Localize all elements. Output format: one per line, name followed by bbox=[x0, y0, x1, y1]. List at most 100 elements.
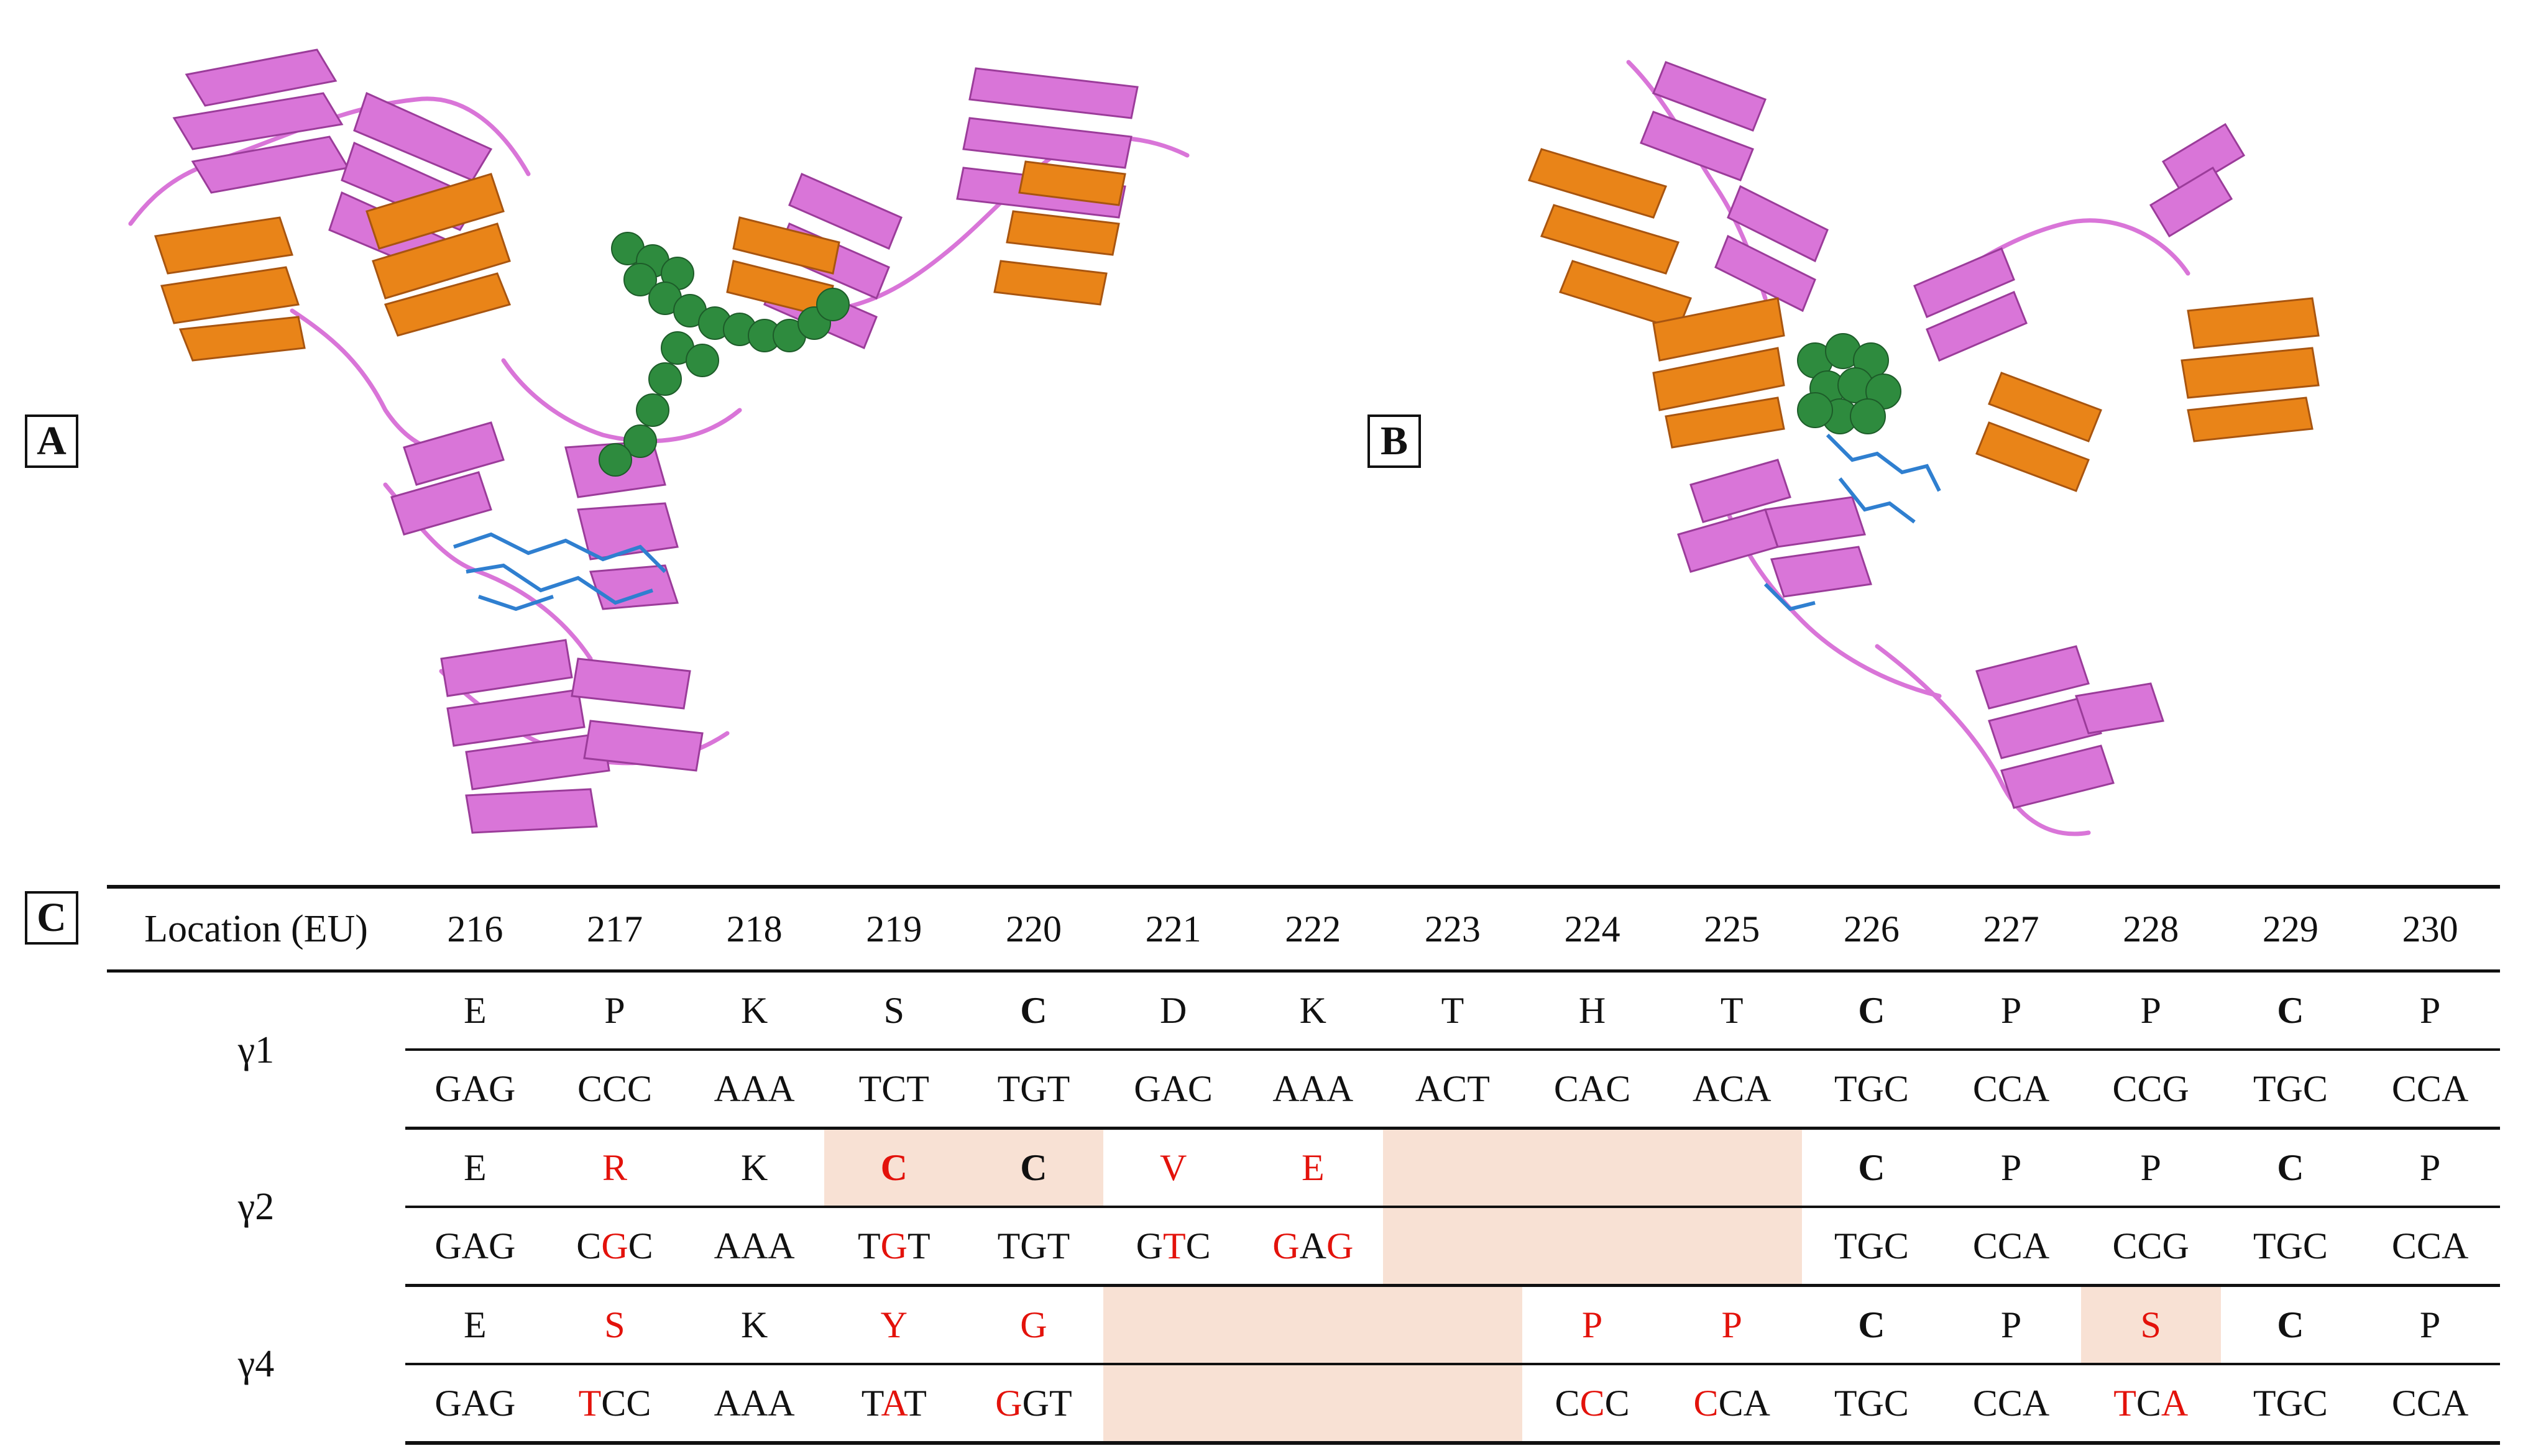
codon-cell-mutated: GTC bbox=[1103, 1207, 1243, 1287]
aa-cell-cysteine: C bbox=[2220, 971, 2361, 1051]
codon-cell: ACA bbox=[1661, 1050, 1802, 1130]
codon-cell: CCG bbox=[2080, 1207, 2221, 1287]
codon-cell-mutated: GAG bbox=[1243, 1207, 1383, 1287]
codon-cell: CCA bbox=[2360, 1364, 2500, 1445]
aa-cell-mutated: S bbox=[545, 1285, 685, 1365]
aa-cell: P bbox=[1941, 1128, 2081, 1208]
g2-codon-row: GAG CGC AAA TGT TGT GTC GAG TGC CCA CCG … bbox=[107, 1207, 2500, 1287]
codon-cell: TGC bbox=[2220, 1207, 2361, 1287]
aa-cell: K bbox=[684, 971, 824, 1051]
codon-cell: CCC bbox=[545, 1050, 685, 1130]
aa-cell-mutated: S bbox=[2080, 1285, 2221, 1365]
panel-label-c: C bbox=[25, 891, 78, 945]
row-label-g4: γ4 bbox=[237, 1342, 275, 1385]
codon-cell: CCA bbox=[1941, 1207, 2081, 1287]
g4-aa-row: γ4 E S K Y G P P C P S C P bbox=[107, 1285, 2500, 1385]
g2-aa-row: γ2 E R K C C V E C P P C P bbox=[107, 1128, 2500, 1228]
codon-cell-mutated: TAT bbox=[824, 1364, 964, 1445]
panel-label-a: A bbox=[25, 414, 78, 468]
aa-cell: E bbox=[405, 1128, 545, 1208]
codon-cell-mutated: CGC bbox=[545, 1207, 685, 1287]
aa-cell: P bbox=[2360, 1128, 2500, 1208]
codon-cell: AAA bbox=[684, 1207, 824, 1287]
pos-227: 227 bbox=[1941, 885, 2081, 973]
codon-cell: TGC bbox=[2220, 1050, 2361, 1130]
aa-cell-mutated: G bbox=[963, 1285, 1104, 1365]
pos-225: 225 bbox=[1661, 885, 1802, 973]
row-label-g1: γ1 bbox=[237, 1028, 275, 1071]
pos-220: 220 bbox=[963, 885, 1104, 973]
pos-228: 228 bbox=[2080, 885, 2221, 973]
codon-cell-mutated: GGT bbox=[963, 1364, 1104, 1445]
aa-cell: K bbox=[1243, 971, 1383, 1051]
aa-cell-cysteine: C bbox=[963, 1128, 1104, 1208]
deletion-gap bbox=[1382, 1128, 1802, 1208]
codon-cell: GAC bbox=[1103, 1050, 1243, 1130]
aa-cell: P bbox=[1941, 1285, 2081, 1365]
header-row: Location (EU) 216 217 218 219 220 221 22… bbox=[107, 885, 2500, 973]
pos-226: 226 bbox=[1801, 885, 1942, 973]
codon-cell: CCA bbox=[1941, 1364, 2081, 1445]
igg-structure-b bbox=[1527, 60, 2320, 836]
aa-cell-mutated: R bbox=[545, 1128, 685, 1208]
aa-cell-cysteine: C bbox=[1801, 1128, 1942, 1208]
pos-219: 219 bbox=[824, 885, 964, 973]
codon-cell-mutated: CCC bbox=[1522, 1364, 1662, 1445]
aa-cell: K bbox=[684, 1285, 824, 1365]
codon-cell: CCG bbox=[2080, 1050, 2221, 1130]
aa-cell: H bbox=[1522, 971, 1662, 1051]
pos-230: 230 bbox=[2360, 885, 2500, 973]
aa-cell: T bbox=[1382, 971, 1523, 1051]
pos-217: 217 bbox=[545, 885, 685, 973]
pos-229: 229 bbox=[2220, 885, 2361, 973]
pos-223: 223 bbox=[1382, 885, 1523, 973]
codon-cell: TGC bbox=[1801, 1364, 1942, 1445]
codon-cell: AAA bbox=[684, 1050, 824, 1130]
codon-cell: TGT bbox=[963, 1050, 1104, 1130]
aa-cell-mutated: V bbox=[1103, 1128, 1243, 1208]
codon-cell: CCA bbox=[2360, 1050, 2500, 1130]
aa-cell-mutated: E bbox=[1243, 1128, 1383, 1208]
panel-label-b: B bbox=[1367, 414, 1421, 468]
codon-cell: TGC bbox=[2220, 1364, 2361, 1445]
codon-cell: CCA bbox=[1941, 1050, 2081, 1130]
pos-218: 218 bbox=[684, 885, 824, 973]
aa-cell: D bbox=[1103, 971, 1243, 1051]
aa-cell-cysteine: C bbox=[1801, 1285, 1942, 1365]
aa-cell-mutated: P bbox=[1661, 1285, 1802, 1365]
aa-cell: P bbox=[2080, 1128, 2221, 1208]
g1-codon-row: GAG CCC AAA TCT TGT GAC AAA ACT CAC ACA … bbox=[107, 1050, 2500, 1130]
aa-cell: T bbox=[1661, 971, 1802, 1051]
aa-cell: P bbox=[2360, 1285, 2500, 1365]
codon-cell: CAC bbox=[1522, 1050, 1662, 1130]
g1-aa-row: γ1 E P K S C D K T H T C P P C P bbox=[107, 971, 2500, 1071]
pos-216: 216 bbox=[405, 885, 545, 973]
aa-cell: P bbox=[2080, 971, 2221, 1051]
hinge-sequence-table: Location (EU) 216 217 218 219 220 221 22… bbox=[107, 885, 2500, 1445]
codon-cell: TGC bbox=[1801, 1050, 1942, 1130]
codon-cell: TGC bbox=[1801, 1207, 1942, 1287]
aa-cell-mutated: P bbox=[1522, 1285, 1662, 1365]
aa-cell: P bbox=[2360, 971, 2500, 1051]
codon-cell: TGT bbox=[963, 1207, 1104, 1287]
aa-cell: E bbox=[405, 971, 545, 1051]
deletion-gap bbox=[1103, 1285, 1523, 1365]
codon-cell: GAG bbox=[405, 1364, 545, 1445]
codon-cell: TCT bbox=[824, 1050, 964, 1130]
location-header: Location (EU) bbox=[107, 885, 405, 973]
g4-codon-row: GAG TCC AAA TAT GGT CCC CCA TGC CCA TCA … bbox=[107, 1364, 2500, 1445]
codon-cell-mutated: TGT bbox=[824, 1207, 964, 1287]
aa-cell-mutated: Y bbox=[824, 1285, 964, 1365]
aa-cell-mutated-cysteine: C bbox=[824, 1128, 964, 1208]
row-label-g2: γ2 bbox=[237, 1185, 275, 1228]
aa-cell-cysteine: C bbox=[2220, 1285, 2361, 1365]
aa-cell: P bbox=[545, 971, 685, 1051]
codon-cell-mutated: TCA bbox=[2080, 1364, 2221, 1445]
codon-cell: AAA bbox=[684, 1364, 824, 1445]
aa-cell-cysteine: C bbox=[1801, 971, 1942, 1051]
igg-structure-a bbox=[128, 48, 1190, 834]
deletion-gap bbox=[1103, 1364, 1523, 1445]
deletion-gap bbox=[1382, 1207, 1802, 1287]
aa-cell: E bbox=[405, 1285, 545, 1365]
aa-cell: P bbox=[1941, 971, 2081, 1051]
